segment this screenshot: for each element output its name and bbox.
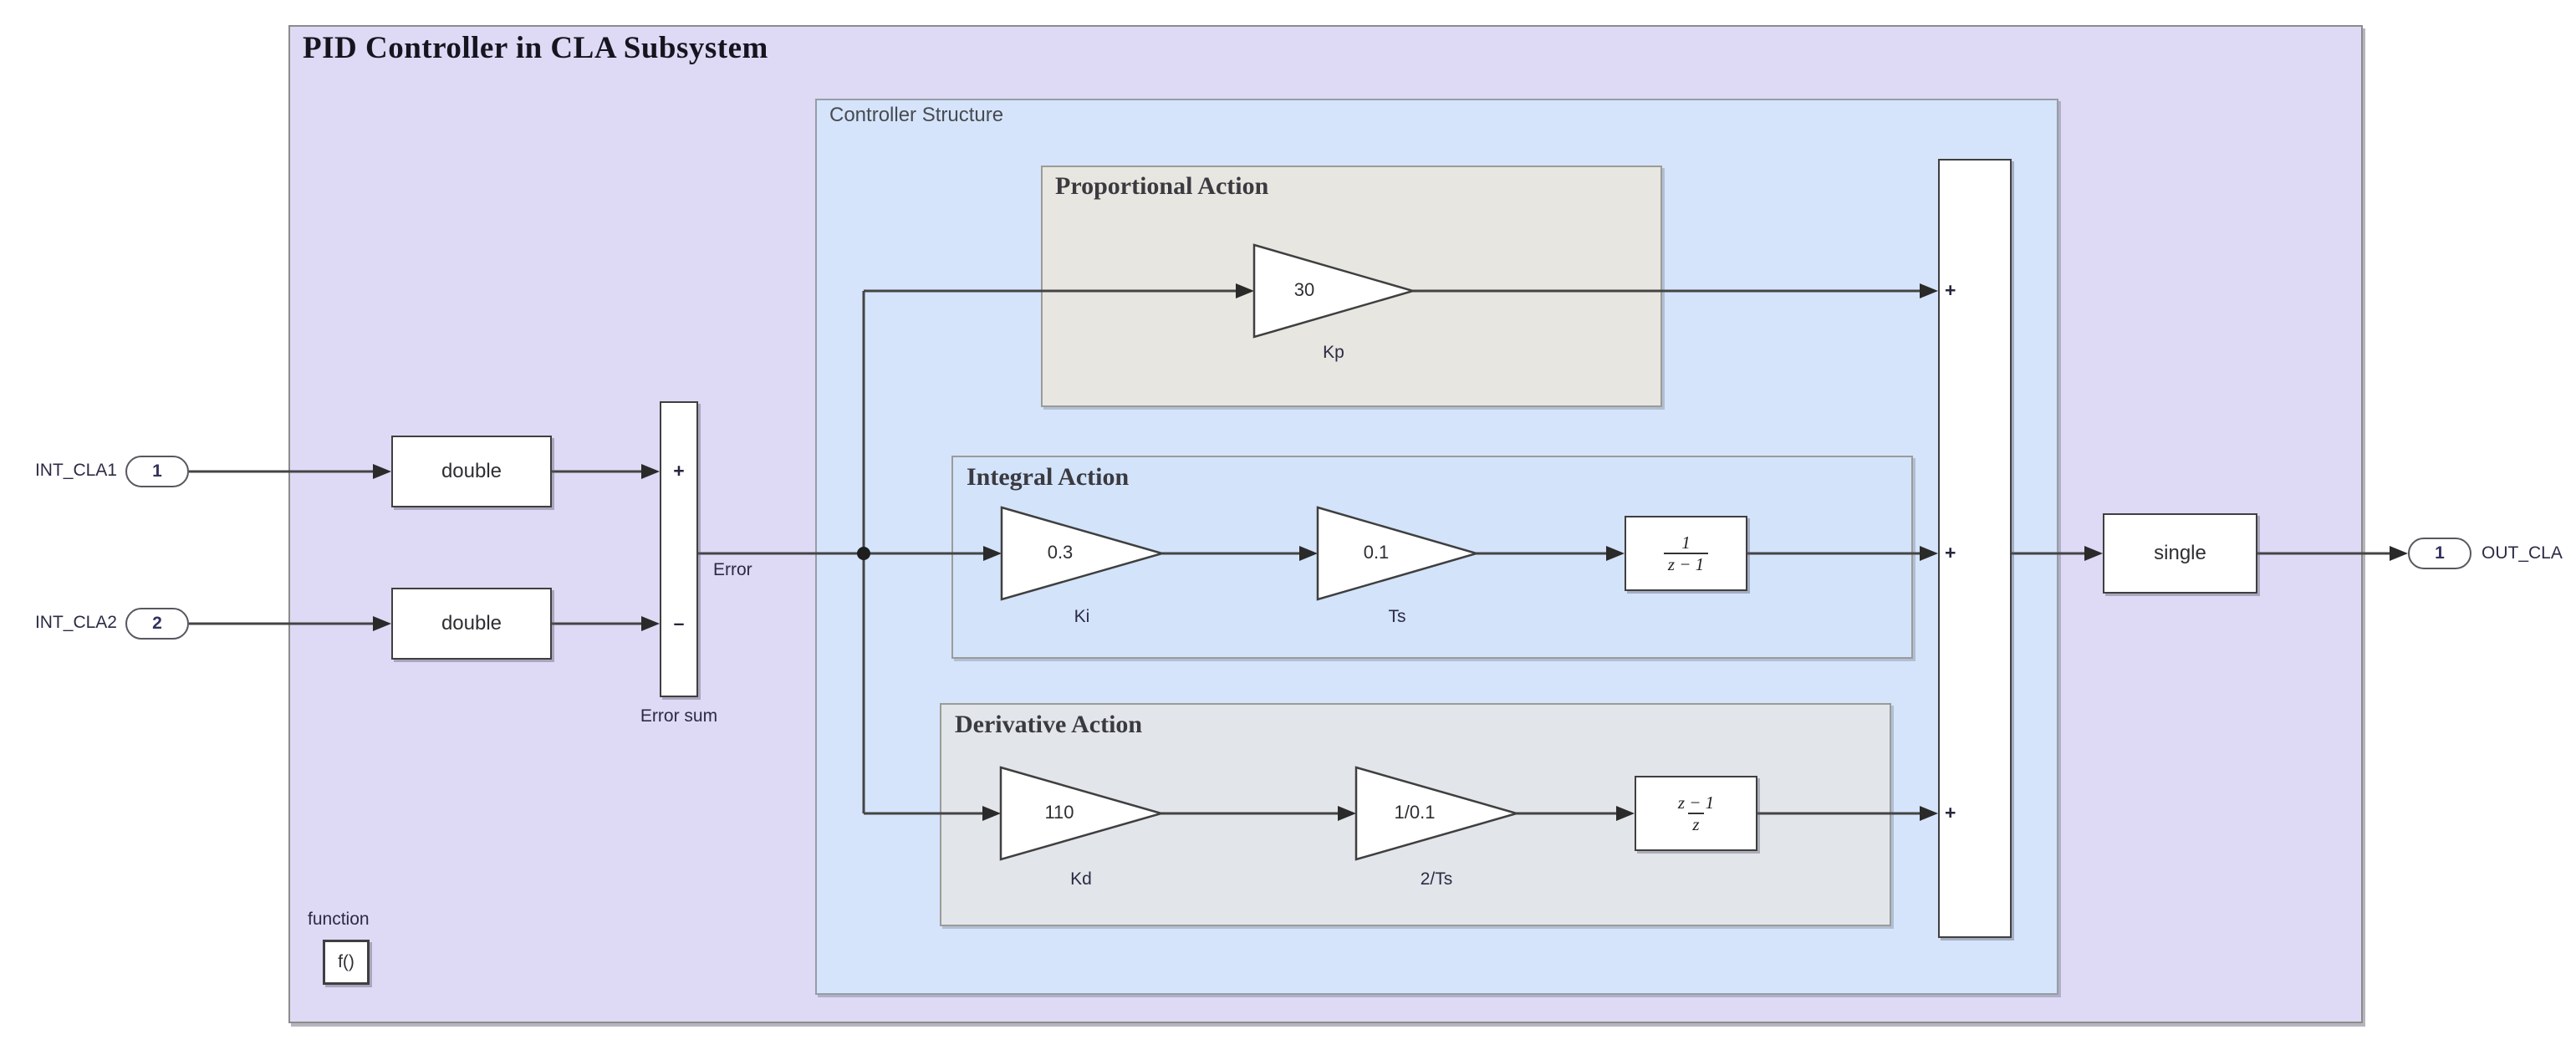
error-sum-block[interactable]: + – (660, 401, 698, 697)
output-sum-block[interactable]: + + + (1938, 159, 2012, 938)
tf-fraction: z − 1 z (1674, 793, 1718, 834)
sum-plus-sign-p: + (1945, 279, 1956, 301)
outport-out-cla[interactable]: 1 (2408, 538, 2471, 569)
tf-fraction: 1 z − 1 (1663, 532, 1709, 574)
error-signal-label: Error (713, 560, 752, 579)
proportional-title: Proportional Action (1055, 172, 1269, 200)
branch-junction-dot (857, 547, 870, 560)
tf-numerator: z − 1 (1677, 792, 1715, 813)
gain-block-ki[interactable] (1000, 506, 1166, 601)
gain-block-kp[interactable] (1252, 243, 1417, 339)
kp-label: Kp (1323, 343, 1344, 362)
arrowheads (373, 283, 2408, 821)
kd-gain-value: 110 (1044, 802, 1074, 823)
ts-label: Ts (1388, 607, 1406, 626)
ts-gain-value: 0.1 (1363, 542, 1390, 563)
tf-denominator: z − 1 (1663, 553, 1709, 574)
block-text: double (441, 612, 502, 635)
tf-numerator: 1 (1681, 532, 1691, 553)
sum-minus-sign: – (673, 612, 685, 634)
ki-gain-value: 0.3 (1047, 542, 1074, 563)
error-sum-label: Error sum (640, 706, 718, 726)
inport-label-int-cla2: INT_CLA2 (34, 613, 117, 632)
signal-lines (189, 289, 2393, 815)
outport-label-out-cla: OUT_CLA (2482, 543, 2563, 563)
gain-block-kd[interactable] (999, 766, 1166, 861)
integral-title: Integral Action (967, 463, 1130, 491)
function-block-text: f() (338, 952, 355, 971)
kp-gain-value: 30 (1293, 279, 1315, 300)
2ts-label: 2/Ts (1420, 869, 1453, 889)
function-block[interactable]: f() (323, 940, 370, 985)
function-block-label: function (308, 910, 370, 929)
outport-number: 1 (2435, 543, 2445, 563)
sum-plus-sign-i: + (1945, 542, 1956, 563)
inport-number: 2 (152, 614, 162, 633)
datatype-convert-block-2[interactable]: double (391, 588, 552, 660)
kd-label: Kd (1070, 869, 1092, 889)
inport-int-cla2[interactable]: 2 (125, 608, 189, 640)
ki-label: Ki (1074, 607, 1090, 626)
derivative-title: Derivative Action (955, 711, 1143, 738)
datatype-convert-block-out[interactable]: single (2103, 513, 2257, 594)
block-text: double (441, 460, 502, 482)
datatype-convert-block-1[interactable]: double (391, 436, 552, 507)
controller-structure-label: Controller Structure (829, 104, 1004, 126)
gain-block-ts[interactable] (1316, 506, 1481, 601)
diagram-title: PID Controller in CLA Subsystem (303, 31, 768, 65)
block-text: single (2154, 542, 2206, 564)
2ts-gain-value: 1/0.1 (1394, 802, 1436, 823)
gain-block-2ts[interactable] (1354, 766, 1521, 861)
inport-int-cla1[interactable]: 1 (125, 456, 189, 487)
inport-number: 1 (152, 461, 162, 481)
sum-plus-sign-d: + (1945, 802, 1956, 823)
sum-plus-sign: + (673, 460, 685, 482)
tf-denominator: z (1688, 813, 1704, 834)
derivative-tf-block[interactable]: z − 1 z (1635, 776, 1757, 851)
integrator-tf-block[interactable]: 1 z − 1 (1625, 516, 1747, 591)
inport-label-int-cla1: INT_CLA1 (34, 461, 117, 480)
